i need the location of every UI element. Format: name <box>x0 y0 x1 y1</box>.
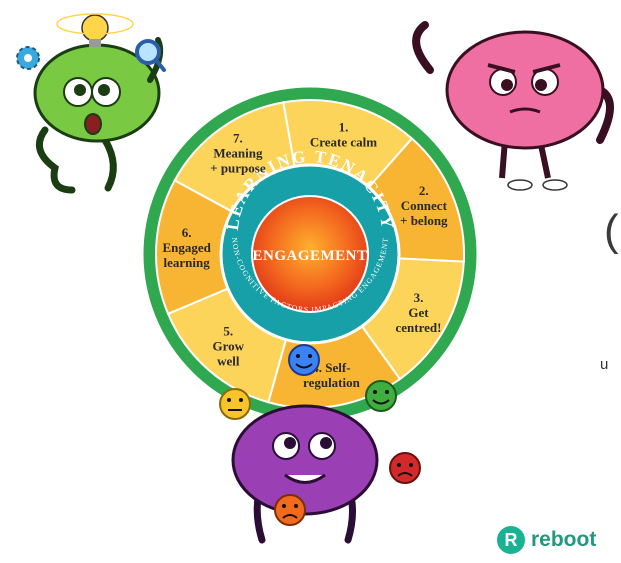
brand-logo: R reboot <box>497 526 596 554</box>
lightbulb-icon <box>56 13 134 47</box>
purple-brain-character <box>231 404 379 544</box>
pink-brain-character <box>412 21 614 191</box>
happy-face-icon <box>365 380 397 412</box>
gear-icon <box>16 46 40 70</box>
smiley-face-icon <box>288 344 320 376</box>
segment-label-1: 1.Create calm <box>310 120 377 150</box>
segment-label-4: 4. Self-regulation <box>303 360 361 390</box>
center-label: ENGAGEMENT <box>252 248 367 264</box>
engagement-core <box>251 195 369 313</box>
magnifier-icon <box>135 39 166 72</box>
segment-label-2: 2.Connect+ belong <box>400 183 448 228</box>
brand-icon: R <box>497 526 525 554</box>
cropped-text-fragment: u <box>600 356 609 373</box>
green-brain-character <box>33 37 164 194</box>
cropped-text-fragment: ( <box>604 206 619 255</box>
brand-name: reboot <box>531 528 597 551</box>
sad-face-icon <box>274 494 306 526</box>
neutral-face-icon <box>219 388 251 420</box>
segment-label-7: 7.Meaning+ purpose <box>210 131 266 176</box>
angry-face-icon <box>389 452 421 484</box>
